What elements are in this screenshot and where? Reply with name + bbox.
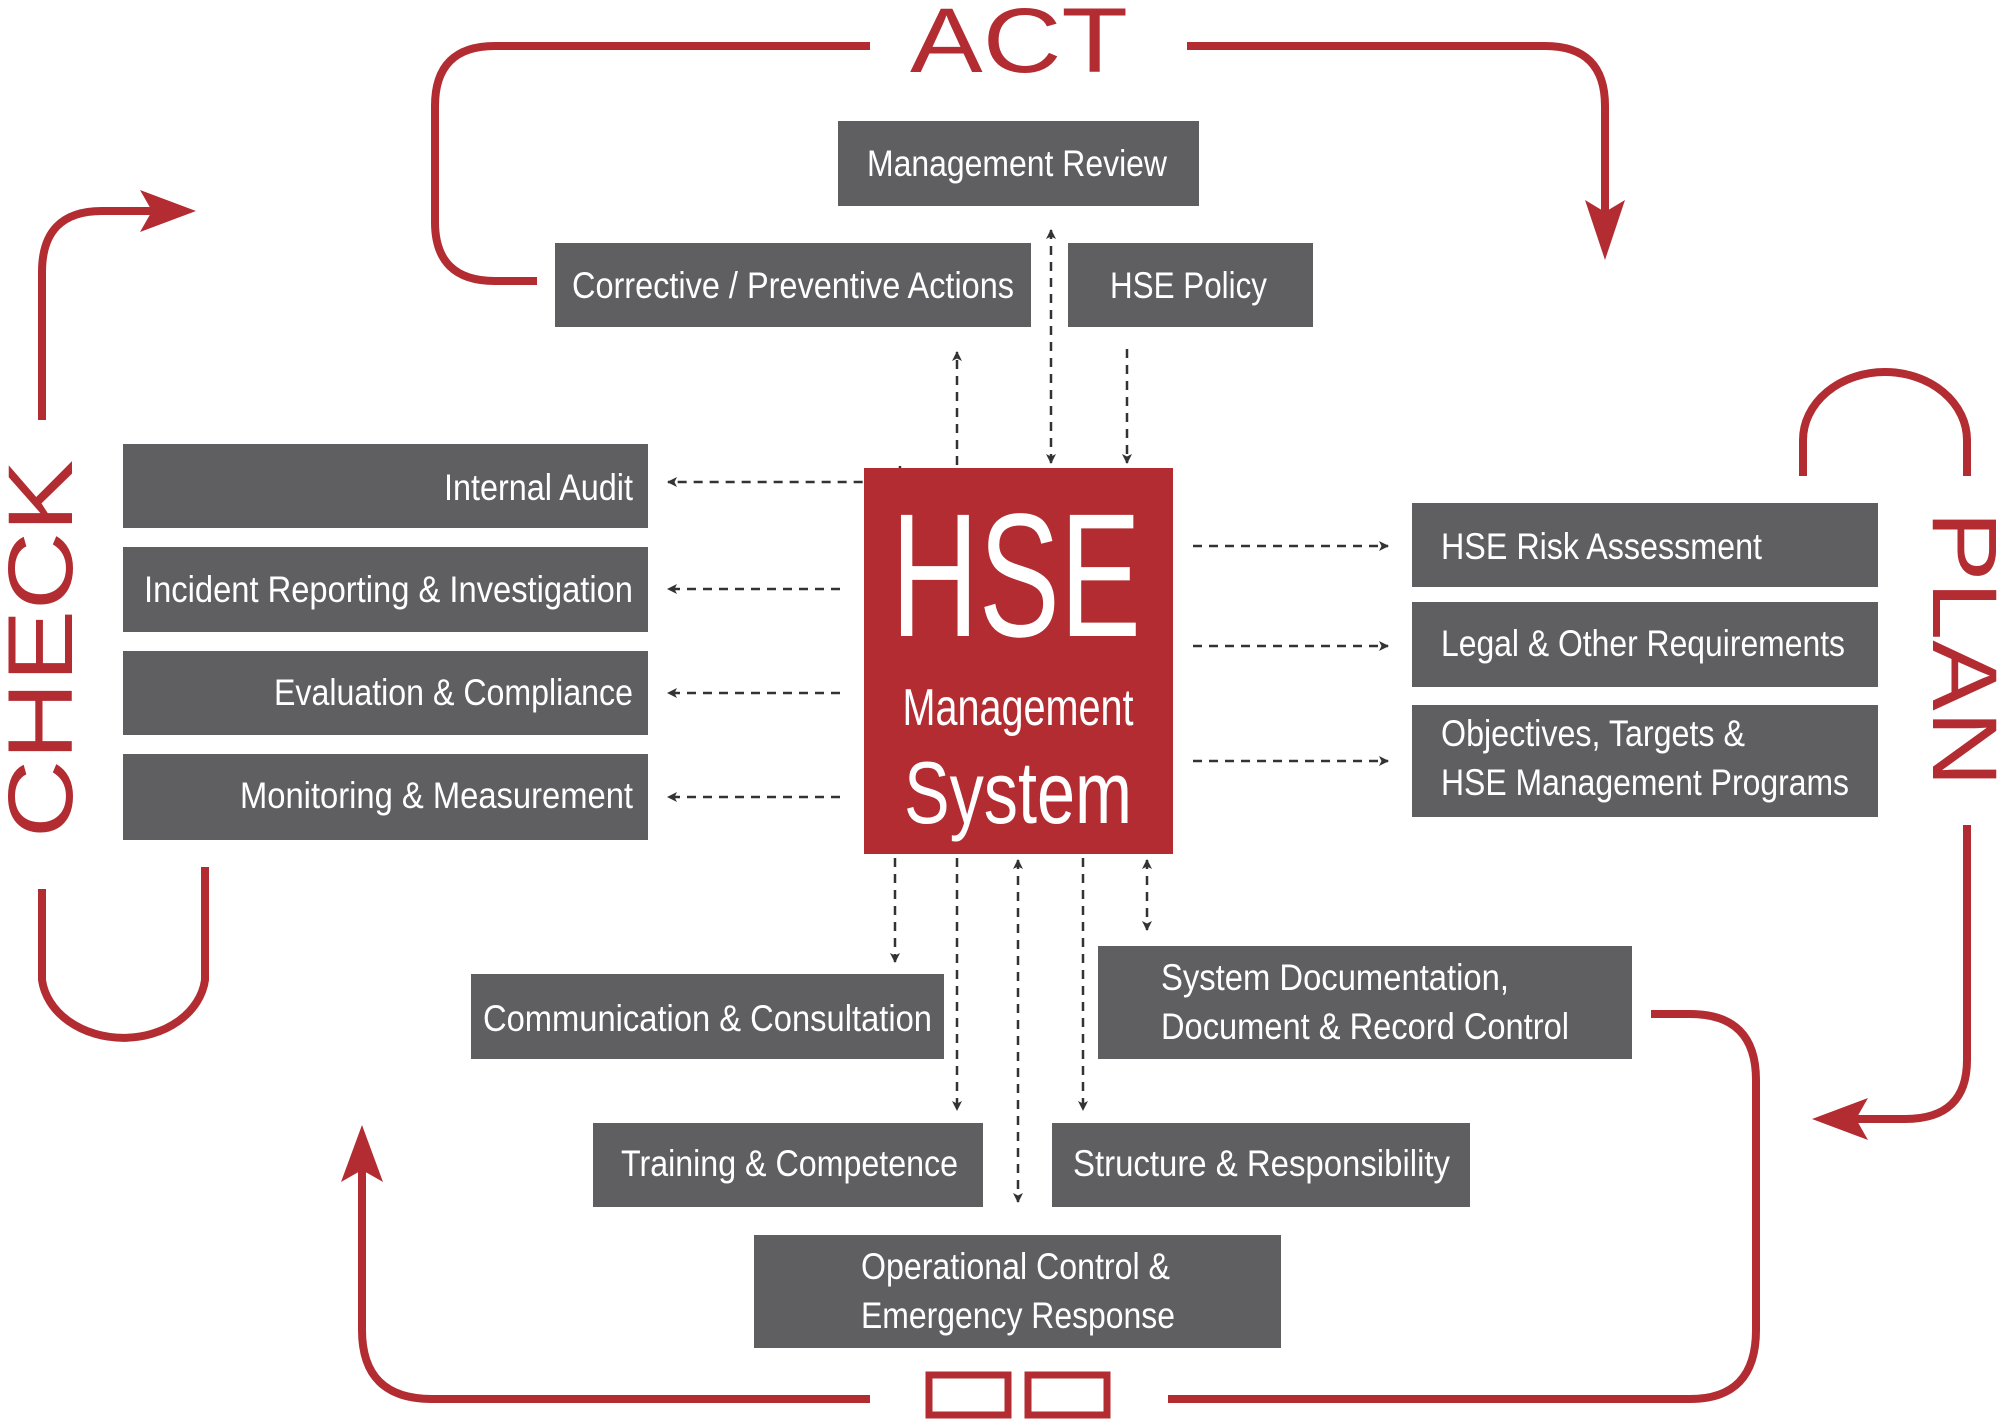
- do-label-glyph-box: [925, 1371, 1012, 1419]
- box-label: Objectives, Targets &: [1441, 713, 1745, 754]
- box-label: Operational Control &: [861, 1246, 1170, 1287]
- check-label: CHECK: [0, 460, 92, 838]
- box-label: Monitoring & Measurement: [240, 775, 634, 816]
- plan-label: PLAN: [1913, 511, 2005, 787]
- box-evaluation-compliance[interactable]: Evaluation & Compliance: [123, 651, 648, 735]
- check-cycle-arrow: [38, 190, 209, 1042]
- box-internal-audit[interactable]: Internal Audit: [123, 444, 648, 528]
- box-label: Evaluation & Compliance: [274, 672, 633, 713]
- center-subtitle-2: System: [904, 743, 1132, 842]
- do-label-glyph-box: [1024, 1371, 1111, 1419]
- box-label: System Documentation,: [1161, 957, 1509, 998]
- do-cycle-arrow: [341, 1010, 1760, 1419]
- box-legal-requirements[interactable]: Legal & Other Requirements: [1412, 602, 1878, 687]
- box-hse-risk-assessment[interactable]: HSE Risk Assessment: [1412, 503, 1878, 587]
- box-structure-responsibility[interactable]: Structure & Responsibility: [1052, 1123, 1470, 1207]
- box-label: Communication & Consultation: [483, 998, 932, 1039]
- box-label: HSE Risk Assessment: [1441, 526, 1763, 567]
- box-monitoring-measurement[interactable]: Monitoring & Measurement: [123, 754, 648, 840]
- box-label: Management Review: [867, 143, 1167, 184]
- box-communication-consultation[interactable]: Communication & Consultation: [471, 974, 944, 1059]
- box-label: Emergency Response: [861, 1295, 1175, 1336]
- center-title: HSE: [891, 478, 1141, 674]
- box-training-competence[interactable]: Training & Competence: [593, 1123, 983, 1207]
- act-cycle-arrow: [431, 42, 1625, 285]
- box-label: Internal Audit: [444, 467, 634, 508]
- box-objectives-targets[interactable]: Objectives, Targets & HSE Management Pro…: [1412, 705, 1878, 817]
- box-label: Training & Competence: [621, 1143, 958, 1184]
- box-system-documentation[interactable]: System Documentation, Document & Record …: [1098, 946, 1632, 1059]
- box-label: Incident Reporting & Investigation: [144, 569, 633, 610]
- box-hse-policy[interactable]: HSE Policy: [1068, 243, 1313, 327]
- box-incident-reporting[interactable]: Incident Reporting & Investigation: [123, 547, 648, 632]
- box-label: Structure & Responsibility: [1073, 1143, 1450, 1184]
- box-label: Legal & Other Requirements: [1441, 623, 1845, 664]
- box-corrective-preventive-actions[interactable]: Corrective / Preventive Actions: [555, 243, 1031, 327]
- center-subtitle: Management: [903, 679, 1134, 737]
- box-label: HSE Management Programs: [1441, 762, 1849, 803]
- hse-management-system-core: HSE Management System: [864, 468, 1173, 854]
- box-label: HSE Policy: [1110, 265, 1267, 306]
- box-operational-control[interactable]: Operational Control & Emergency Response: [754, 1235, 1281, 1348]
- box-label: Document & Record Control: [1161, 1006, 1569, 1047]
- act-label: ACT: [910, 0, 1128, 92]
- plan-cycle-arrow: [1799, 368, 1971, 1140]
- box-management-review[interactable]: Management Review: [838, 121, 1199, 206]
- box-label: Corrective / Preventive Actions: [572, 265, 1014, 306]
